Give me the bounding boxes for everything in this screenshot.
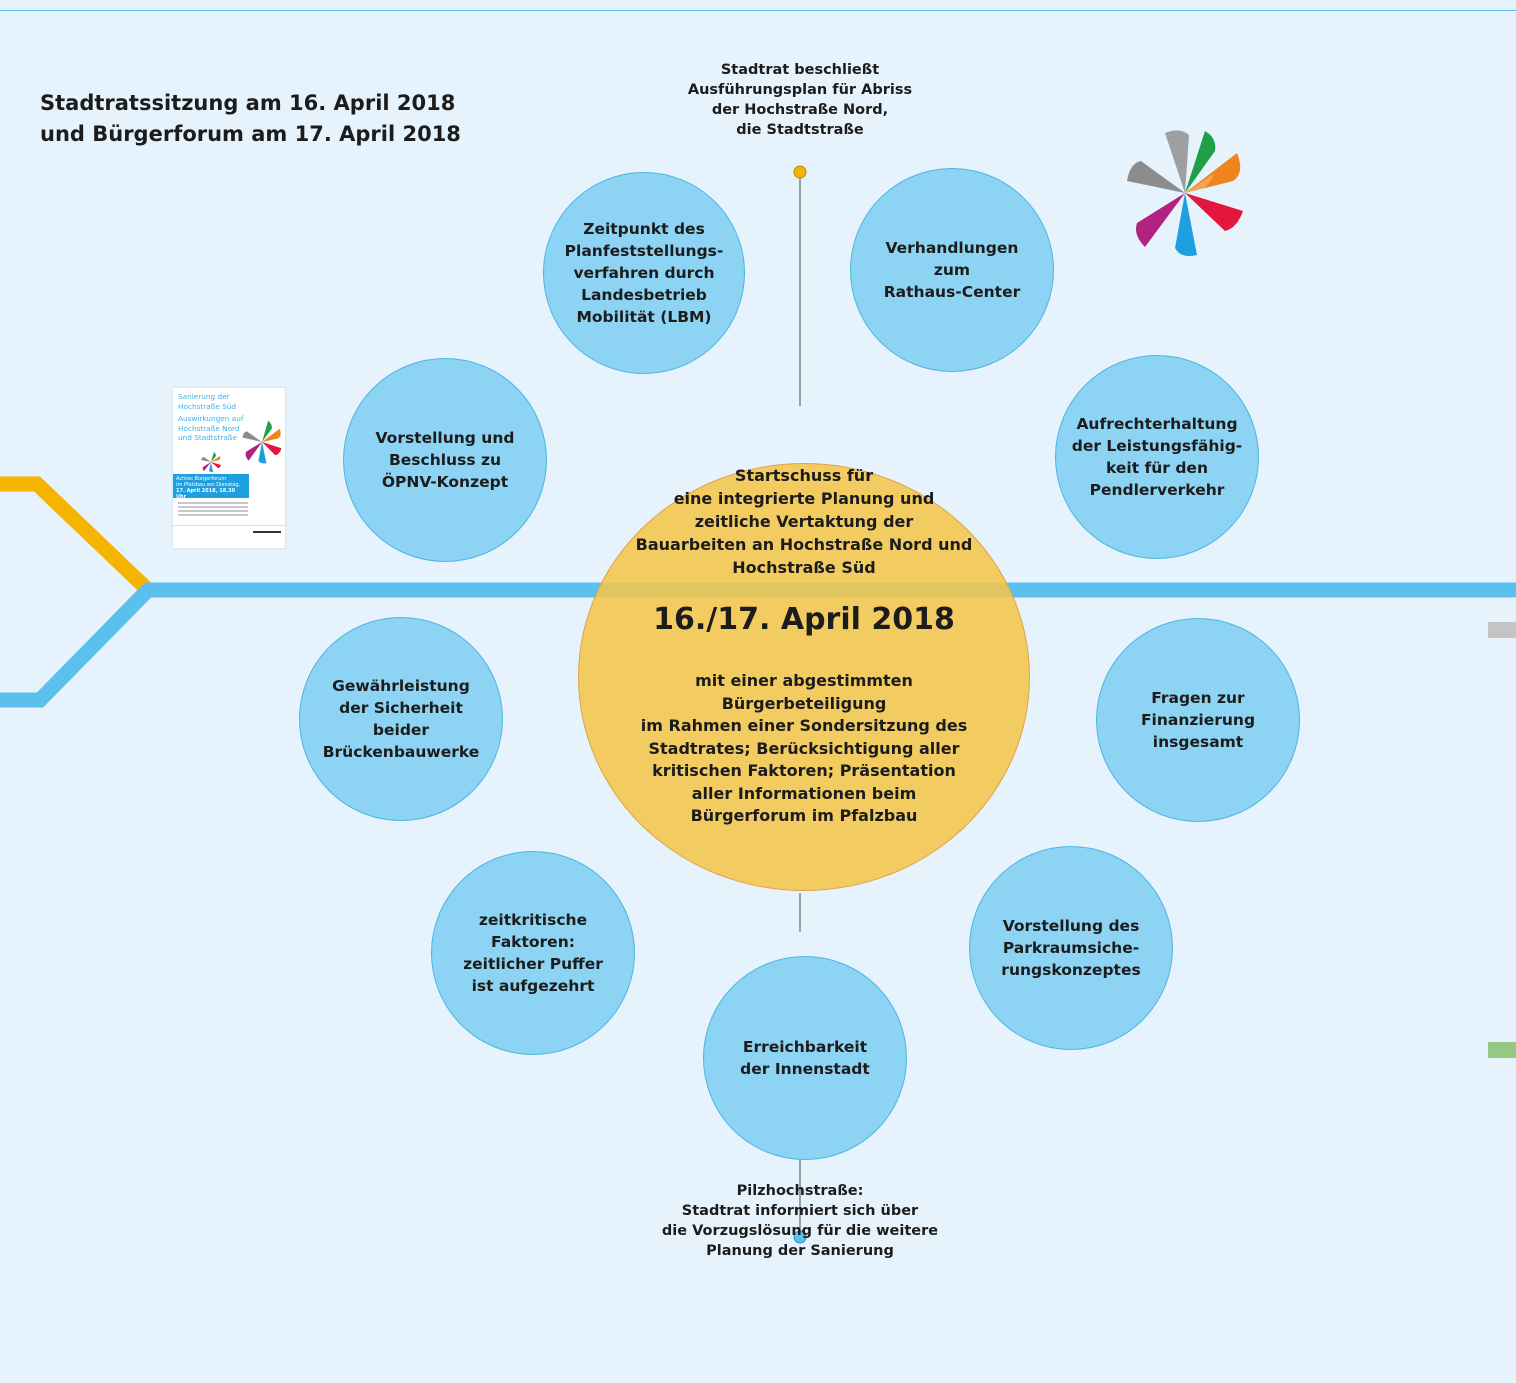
bubble-text-line: Parkraumsiche-	[1002, 939, 1140, 957]
flyer-footer	[173, 525, 285, 548]
center-detail-line: Bürgerbeteiligung	[721, 693, 887, 713]
top-marker-dot	[793, 165, 807, 179]
bubble-oepnv-konzept: Vorstellung und Beschluss zu ÖPNV-Konzep…	[343, 358, 547, 562]
center-detail-line: aller Informationen beim	[691, 783, 917, 803]
bubble-text-line: insgesamt	[1152, 733, 1244, 751]
center-intro-line: Hochstraße Süd	[732, 558, 876, 577]
bubble-rathaus-center: Verhandlungen zum Rathaus-Center	[850, 168, 1054, 372]
bubble-text-line: Erreichbarkeit	[742, 1038, 868, 1056]
flyer-band-line: im Pfalzbau am Dienstag,	[176, 482, 241, 488]
flyer-title-line: Hochstraße Süd	[178, 401, 237, 411]
bubble-text-line: Zeitpunkt des	[583, 220, 705, 238]
bubble-finanzierung: Fragen zur Finanzierung insgesamt	[1096, 618, 1300, 822]
bubble-text-line: Vorstellung und	[375, 429, 515, 447]
bubble-text-line: der Sicherheit beider	[339, 699, 463, 739]
bubble-text-line: Brückenbauwerke	[322, 743, 480, 761]
bubble-text-line: Gewährleistung	[332, 677, 470, 695]
center-intro-line: Bauarbeiten an Hochstraße Nord und	[635, 535, 973, 554]
right-edge-green-tab	[1488, 1042, 1516, 1058]
bottom-note-line: Stadtrat informiert sich über	[681, 1203, 919, 1219]
center-detail-line: mit einer abgestimmten	[695, 671, 913, 690]
top-note-line: der Hochstraße Nord,	[711, 102, 889, 118]
title-line-1: Stadtratssitzung am 16. April 2018	[40, 91, 456, 115]
top-note-line: die Stadtstraße	[736, 122, 864, 138]
flyer-logo-icon	[242, 420, 282, 464]
bubble-text-line: Verhandlungen	[885, 239, 1019, 257]
center-detail-line: Bürgerforum im Pfalzbau	[690, 806, 918, 825]
flyer-subtitle-line: und Stadtstraße	[178, 433, 237, 442]
flyer-body-lines	[178, 502, 248, 504]
bubble-text-line: Landesbetrieb	[581, 286, 707, 304]
center-detail-line: Stadtrates; Berücksichtigung aller	[648, 738, 960, 758]
bubble-text-line: Fragen zur	[1151, 689, 1245, 707]
flyer-subtitle-line: Auswirkungen auf	[178, 414, 244, 423]
bubble-text-line: Aufrechterhaltung	[1076, 415, 1238, 433]
bubble-sicherheit: Gewährleistung der Sicherheit beider Brü…	[299, 617, 503, 821]
flyer-footer-logo	[253, 531, 281, 543]
flyer-title-line: Sanierung der	[178, 392, 230, 401]
bubble-text-line: Mobilität (LBM)	[576, 308, 712, 326]
bottom-note: Pilzhochstraße: Stadtrat informiert sich…	[630, 1181, 970, 1261]
center-details-text: mit einer abgestimmten Bürgerbeteiligung…	[629, 670, 979, 828]
bubble-text-line: rungskonzeptes	[1001, 961, 1141, 979]
bubble-text-line: Pendlerverkehr	[1089, 481, 1225, 499]
bubble-text-line: zeitlicher Puffer	[463, 955, 603, 973]
top-note-line: Ausführungsplan für Abriss	[687, 82, 913, 98]
bubble-text-line: Planfeststellungs-	[564, 242, 724, 260]
top-divider	[0, 10, 1516, 11]
bottom-note-line: die Vorzugslösung für die weitere	[661, 1223, 939, 1239]
pinwheel-logo-icon	[1127, 130, 1243, 257]
bubble-text-line: zum	[933, 261, 971, 279]
center-intro-text: Startschuss für eine integrierte Planung…	[619, 464, 989, 579]
bubble-text-line: zeitkritische	[478, 911, 588, 929]
flyer-band-line: 17. April 2018, 18.30 Uhr	[176, 488, 236, 500]
flyer-band-line: Achtes Bürgerforum	[176, 476, 227, 482]
bubble-text-line: der Innenstadt	[740, 1060, 870, 1078]
flyer-event-band: Achtes Bürgerforum im Pfalzbau am Dienst…	[173, 474, 249, 500]
center-intro-line: zeitliche Vertaktung der	[694, 512, 914, 531]
bottom-note-line: Planung der Sanierung	[706, 1243, 894, 1259]
flyer-small-logo-icon	[201, 452, 221, 472]
bubble-text-line: Faktoren:	[491, 933, 575, 951]
bubble-text-line: Rathaus-Center	[883, 283, 1021, 301]
top-note: Stadtrat beschließt Ausführungsplan für …	[640, 60, 960, 140]
flyer-thumbnail[interactable]: Sanierung der Hochstraße Süd Auswirkunge…	[173, 388, 285, 548]
flyer-text: Sanierung der Hochstraße Süd Auswirkunge…	[178, 392, 258, 443]
bubble-text-line: Beschluss zu	[388, 451, 501, 469]
flyer-subtitle-line: Hochstraße Nord	[178, 423, 240, 433]
bubble-text-line: der Leistungsfähig-	[1071, 437, 1243, 455]
top-note-line: Stadtrat beschließt	[720, 62, 880, 78]
bubble-innenstadt: Erreichbarkeit der Innenstadt	[703, 956, 907, 1160]
bubble-text-line: verfahren durch	[573, 264, 715, 282]
center-detail-line: im Rahmen einer Sondersitzung des	[640, 716, 968, 735]
center-date: 16./17. April 2018	[653, 602, 955, 637]
yellow-route-line	[0, 476, 154, 596]
bubble-parkraum: Vorstellung des Parkraumsiche- rungskonz…	[969, 846, 1173, 1050]
bubble-text-line: keit für den	[1106, 459, 1208, 477]
right-edge-gray-tab	[1488, 622, 1516, 638]
title-line-2: und Bürgerforum am 17. April 2018	[40, 122, 461, 146]
bubble-planfeststellung: Zeitpunkt des Planfeststellungs- verfahr…	[543, 172, 745, 374]
bubble-text-line: ÖPNV-Konzept	[381, 473, 509, 491]
bubble-text-line: ist aufgezehrt	[471, 977, 595, 995]
page-title: Stadtratssitzung am 16. April 2018 und B…	[40, 88, 461, 150]
bottom-note-line: Pilzhochstraße:	[736, 1183, 864, 1199]
center-milestone-circle: Startschuss für eine integrierte Planung…	[578, 463, 1030, 891]
bubble-zeitkritische-faktoren: zeitkritische Faktoren: zeitlicher Puffe…	[431, 851, 635, 1055]
center-intro-line: Startschuss für	[734, 466, 874, 485]
center-intro-line: eine integrierte Planung und	[673, 489, 935, 508]
center-detail-line: kritischen Faktoren; Präsentation	[652, 761, 956, 780]
bubble-text-line: Vorstellung des	[1002, 917, 1140, 935]
bubble-pendlerverkehr: Aufrechterhaltung der Leistungsfähig- ke…	[1055, 355, 1259, 559]
bubble-text-line: Finanzierung	[1140, 711, 1256, 729]
bottom-marker-dot	[793, 1230, 807, 1244]
